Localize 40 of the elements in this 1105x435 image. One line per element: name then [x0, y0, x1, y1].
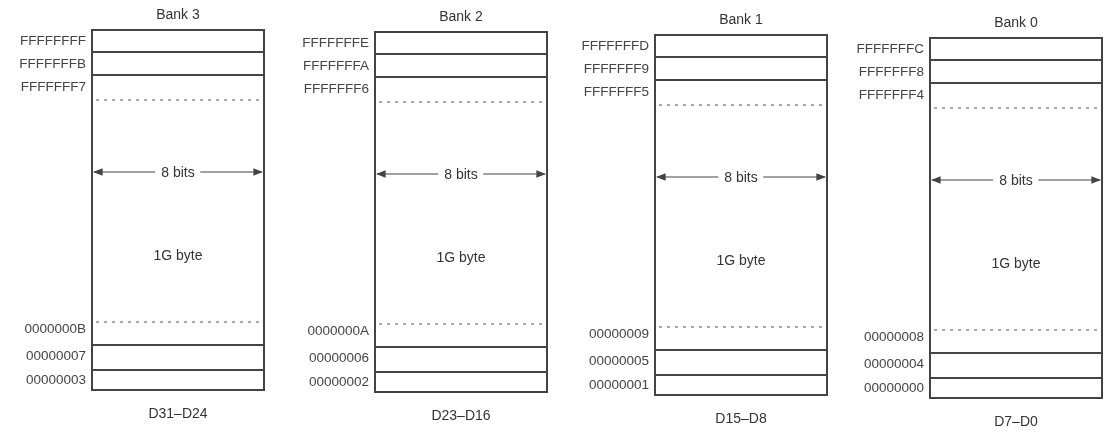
width-label: 8 bits: [155, 164, 201, 180]
address-label: FFFFFFFF: [19, 33, 86, 49]
address-label: FFFFFFFC: [855, 41, 924, 57]
address-label: 00000000: [862, 380, 924, 396]
address-label: 00000008: [862, 329, 924, 345]
data-lines-label: D7–D0: [994, 413, 1038, 429]
address-label: FFFFFFFD: [580, 38, 649, 54]
address-label: 00000001: [587, 377, 649, 393]
address-label: 00000006: [307, 350, 369, 366]
width-label: 8 bits: [993, 172, 1039, 188]
bank-title: Bank 1: [719, 11, 763, 27]
data-lines-label: D15–D8: [715, 410, 767, 426]
address-label: FFFFFFF8: [857, 64, 924, 80]
address-label: FFFFFFFA: [302, 58, 369, 74]
address-label: 00000005: [587, 353, 649, 369]
width-label: 8 bits: [718, 169, 764, 185]
width-label: 8 bits: [438, 166, 484, 182]
address-label: FFFFFFF6: [302, 81, 369, 97]
bank-title: Bank 3: [156, 6, 200, 22]
address-label: 00000004: [862, 356, 924, 372]
address-label: FFFFFFF9: [582, 61, 649, 77]
address-label: 00000009: [587, 326, 649, 342]
capacity-label: 1G byte: [153, 247, 203, 263]
address-label: 00000003: [24, 372, 86, 388]
capacity-label: 1G byte: [436, 249, 486, 265]
address-label: FFFFFFFB: [18, 56, 86, 72]
capacity-label: 1G byte: [716, 252, 766, 268]
address-label: 0000000B: [23, 321, 86, 337]
address-label: FFFFFFF4: [857, 87, 924, 103]
bank-title: Bank 0: [994, 14, 1038, 30]
capacity-label: 1G byte: [991, 255, 1041, 271]
bank-title: Bank 2: [439, 8, 483, 24]
address-label: FFFFFFF5: [582, 84, 649, 100]
data-lines-label: D31–D24: [148, 405, 208, 421]
address-label: 0000000A: [306, 323, 369, 339]
data-lines-label: D23–D16: [431, 407, 491, 423]
address-label: 00000002: [307, 374, 369, 390]
address-label: FFFFFFFE: [301, 35, 369, 51]
address-label: 00000007: [24, 348, 86, 364]
address-label: FFFFFFF7: [19, 79, 86, 95]
